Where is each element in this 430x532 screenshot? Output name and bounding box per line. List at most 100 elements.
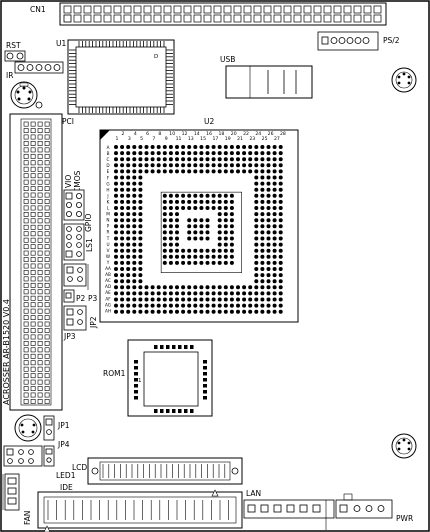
u2-ball [126,151,131,156]
pci-pin [30,276,36,282]
pci-pin [30,173,36,179]
cn1-pin [163,14,172,23]
pci-pin [23,257,29,262]
u2-ball [168,248,173,253]
u2-ball [278,224,283,229]
u2-ball [126,224,131,229]
u2-ball [199,169,204,174]
pci-pin [44,366,50,372]
u2-ball [132,236,137,241]
u2-ball [138,212,143,217]
pci-pin [30,257,36,262]
u2-ball [229,224,234,229]
pci-pin [30,373,36,379]
u2-ball [138,309,143,314]
u2-ball [114,199,118,204]
u1-chip: U1 D [56,39,175,115]
u2-ball [199,285,204,290]
u2-ball [229,157,234,162]
u2-ball [248,285,253,290]
u2-ball [175,303,179,308]
pci-pin [37,263,43,269]
pci-pin [23,186,29,191]
u2-ball [187,151,192,156]
u2-ball [254,193,259,198]
u2-ball [260,297,265,302]
u2-ball [193,254,198,259]
u2-ball [168,285,173,290]
u2-ball [254,254,259,259]
u2-ball [217,224,222,229]
pci-pin [44,153,50,159]
u2-ball [138,169,143,174]
pci-pin [30,334,36,340]
u2-ball [181,206,186,210]
rom1-pin1-mark: 1 [138,378,142,384]
u2-ball [211,309,216,314]
u2-column-label: 18 [218,131,224,137]
u2-ball [278,303,283,308]
u2-ball [114,224,118,229]
u2-ball [254,230,259,235]
u2-ball [266,157,271,162]
cn1-pin [293,14,302,23]
u2-ball [229,206,234,210]
u2-column-label: 11 [176,136,182,142]
u2-ball [229,212,234,217]
u2-ball [205,163,210,168]
u2-ball [266,175,271,180]
u2-ball [223,224,228,229]
pci-pin [23,134,29,140]
cn1-pin [233,5,242,14]
u2-ball [217,242,222,247]
pci-pin [37,237,43,243]
u2-ball [132,309,137,314]
cn1-pin [63,5,72,14]
u2-ball [138,181,143,186]
u2-ball [132,242,137,247]
u2-ball [211,248,216,253]
pci-pin [30,392,36,398]
u2-column-label: 1 [116,136,119,142]
cn1-pin [213,14,222,23]
u2-ball [211,260,216,265]
cn1-pin [73,14,82,23]
u2-ball [114,175,118,180]
pci-pin [23,282,29,288]
u2-ball [199,297,204,302]
u2-ball [168,291,173,296]
u2-ball [120,145,125,149]
pci-pin [23,153,29,159]
u2-ball [229,303,234,308]
cn1-pin [83,5,92,14]
u2-ball [168,163,173,168]
u2-ball [260,169,265,174]
u2-ball [266,267,271,271]
u2-ball [242,303,247,308]
u2-ball [223,248,228,253]
u2-ball [138,224,143,229]
lcd-label: LCD [72,463,87,472]
u2-ball [132,181,137,186]
u2-ball [193,157,198,162]
u2-row-label: AB [105,272,111,277]
u2-ball [272,193,277,198]
pci-pin [44,315,50,320]
rom-pin [203,378,207,382]
u2-ball [193,199,198,204]
u2-ball [132,279,137,284]
u2-ball [114,218,118,223]
u2-ball [120,230,125,235]
u2-ball [272,254,277,259]
u2-row-label: AF [105,296,111,301]
u2-ball [187,193,192,198]
rom-pin [203,396,207,400]
u2-ball [181,285,186,290]
u2-ball [242,151,247,156]
cn1-pin [133,14,142,23]
u2-ball [217,303,222,308]
u2-ball [223,193,228,198]
u2-row-label: Y [106,260,110,265]
u2-ball [126,285,131,290]
u2-ball [138,157,143,162]
